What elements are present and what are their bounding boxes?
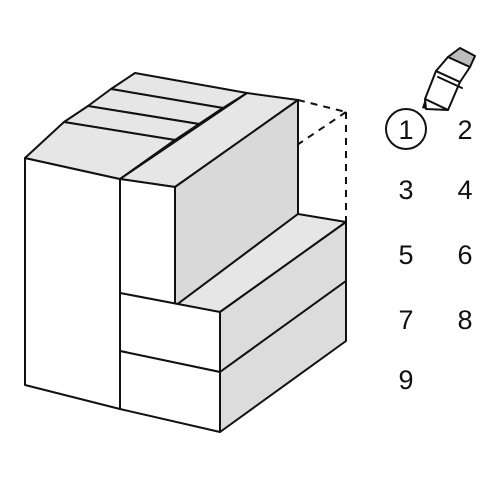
left-front-face [24,157,121,410]
selected-answer-circle [385,108,427,150]
answer-option-3[interactable]: 3 [398,175,413,205]
pencil-icon [422,47,476,111]
answer-option-7[interactable]: 7 [398,305,413,335]
answer-option-8[interactable]: 8 [457,305,472,335]
lower-front-face-lower [119,350,221,433]
answer-option-1[interactable]: 1 [398,115,413,145]
answer-option-6[interactable]: 6 [457,240,472,270]
answer-options: 1 2 3 4 5 6 7 8 9 [398,115,472,395]
answer-option-5[interactable]: 5 [398,240,413,270]
middle-block-front [119,178,176,307]
answer-option-9[interactable]: 9 [398,365,413,395]
answer-option-2[interactable]: 2 [457,115,472,145]
answer-option-4[interactable]: 4 [457,175,472,205]
